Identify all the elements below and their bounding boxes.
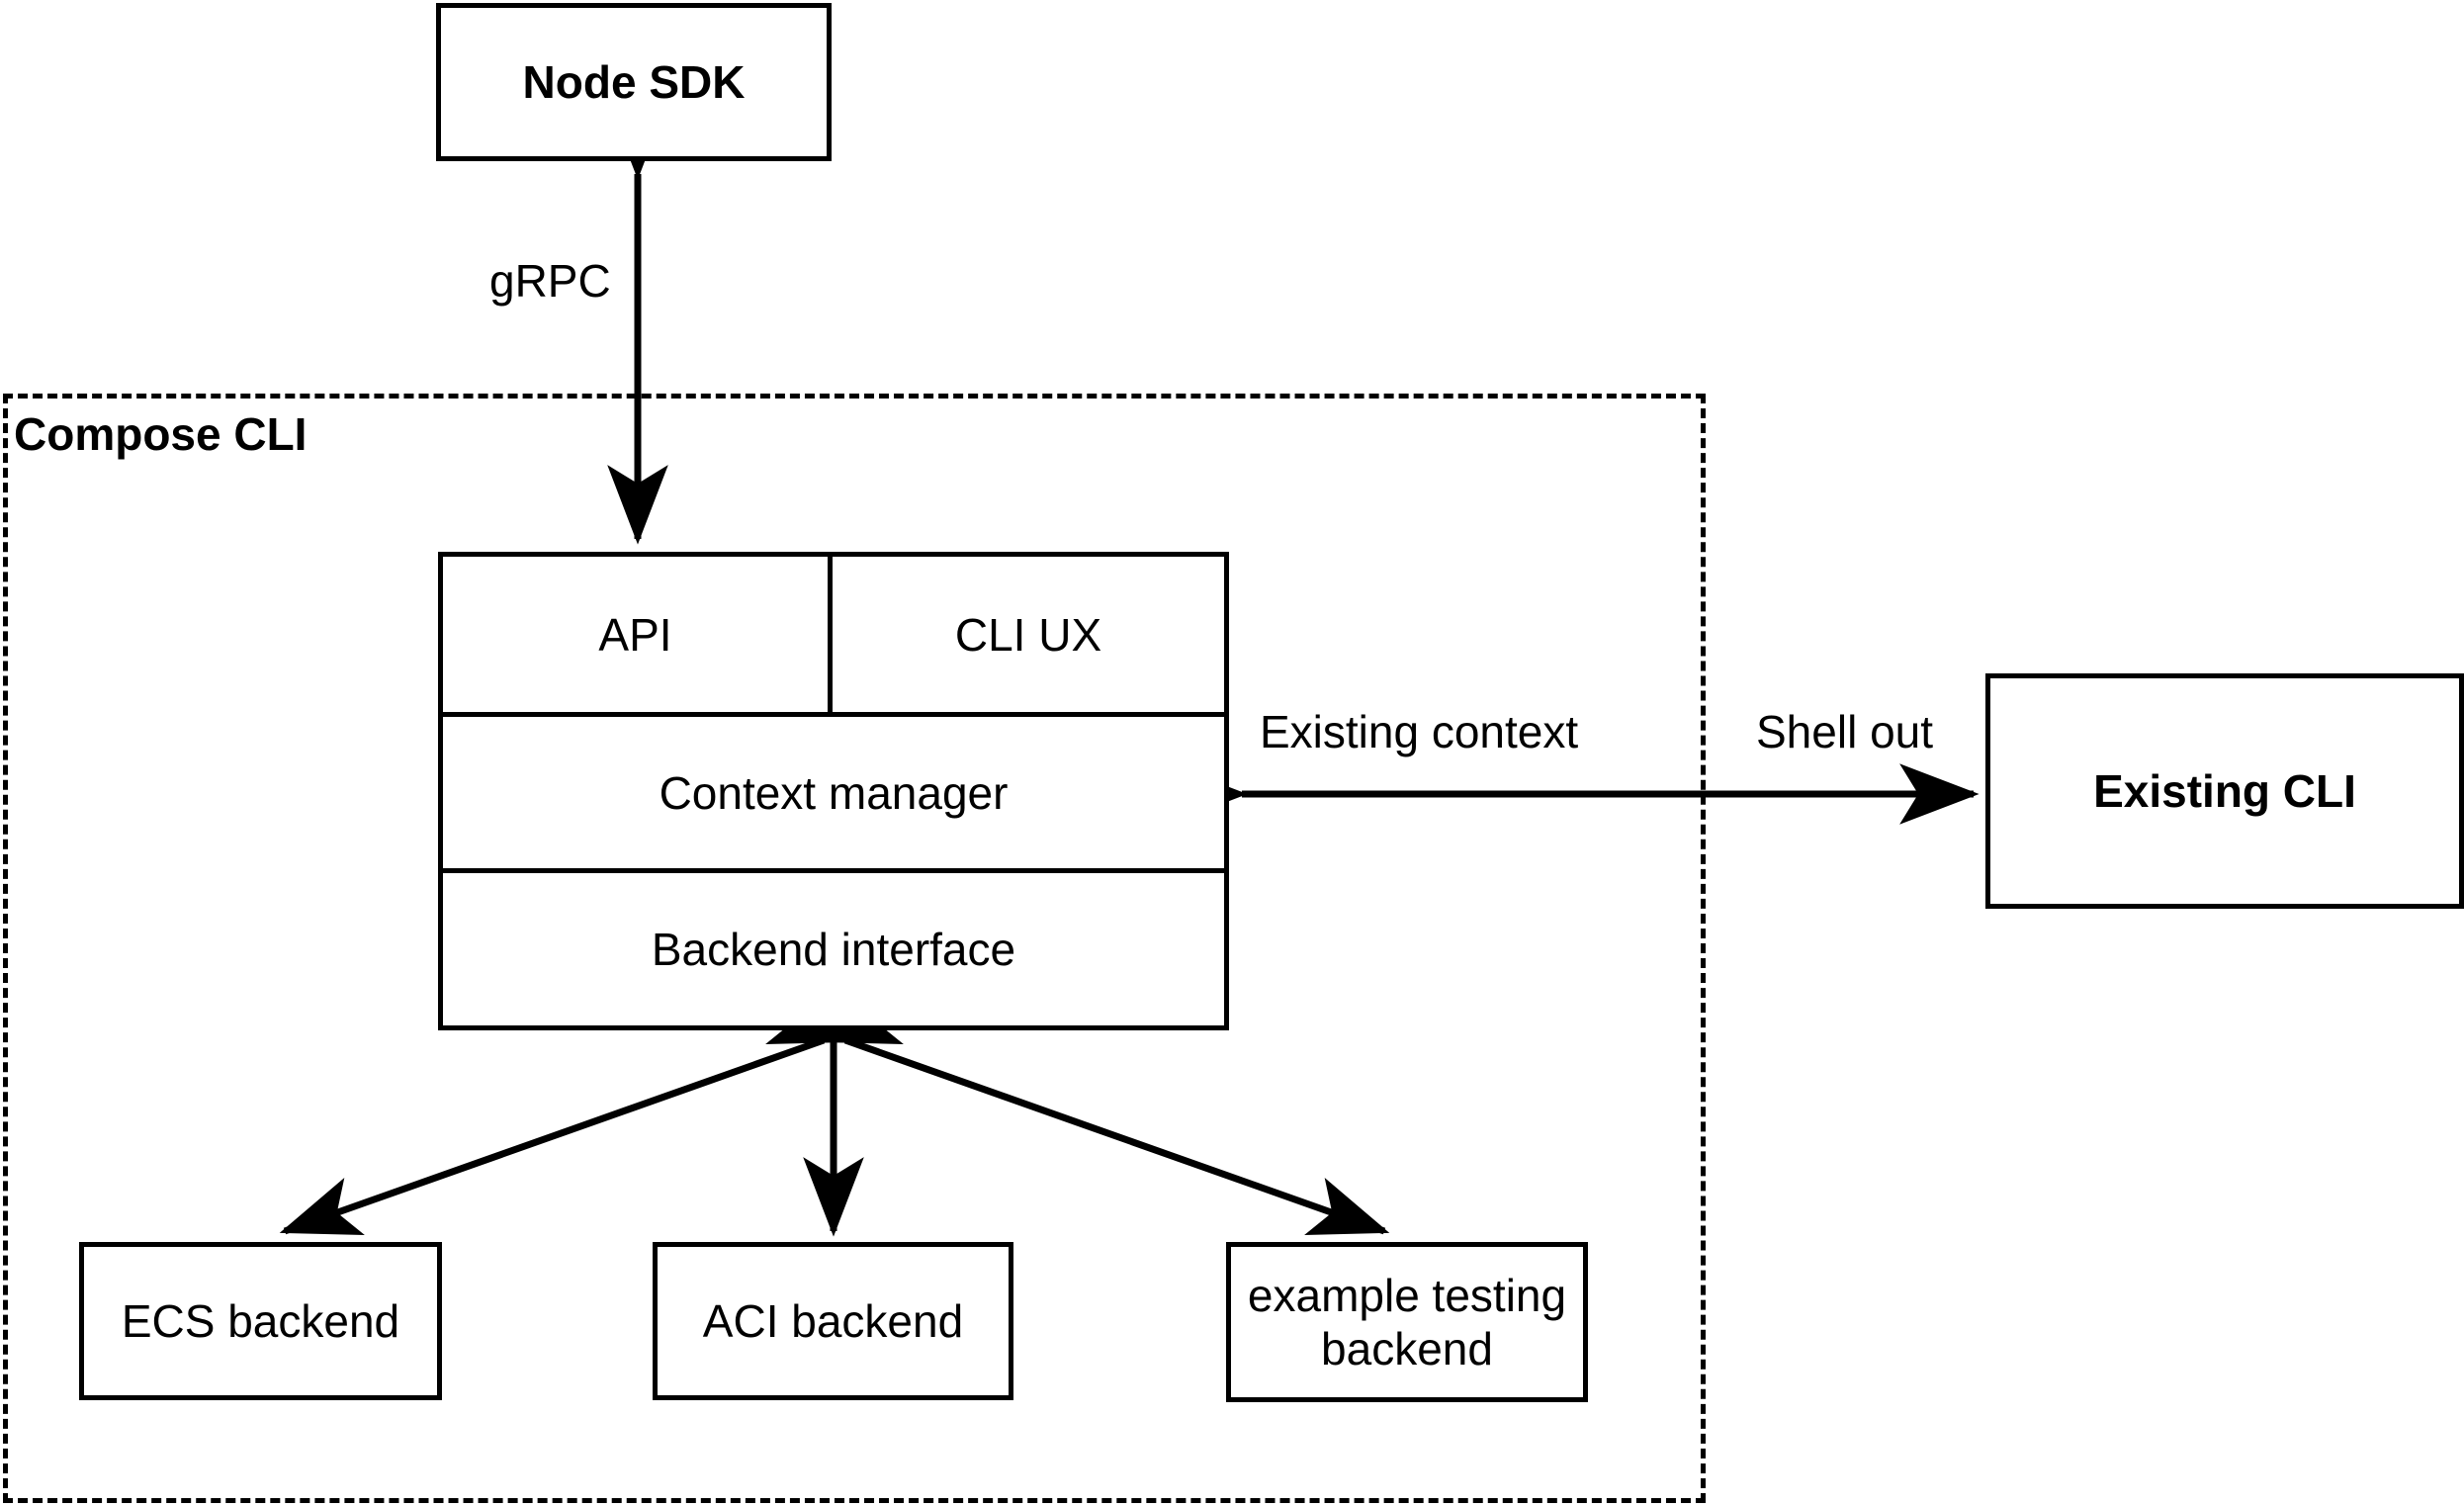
api-cell[interactable]: API [443,557,833,712]
node-sdk-label: Node SDK [522,55,746,108]
ecs-backend-box[interactable]: ECS backend [79,1242,442,1400]
existing-cli-label: Existing CLI [2093,764,2356,817]
aci-backend-label: ACI backend [702,1294,964,1347]
stack-row-context-manager: Context manager [443,717,1224,873]
compose-cli-group [3,394,1706,1503]
existing-cli-box[interactable]: Existing CLI [1985,673,2464,909]
cli-ux-cell[interactable]: CLI UX [833,557,1224,712]
example-testing-backend-line1: example testing [1247,1269,1567,1321]
shell-out-edge-label: Shell out [1756,706,1934,757]
grpc-edge-label: gRPC [489,255,611,307]
stack-row-backend-interface: Backend interface [443,873,1224,1025]
stack-row-api-cliux: API CLI UX [443,557,1224,717]
example-testing-backend-label: example testing backend [1248,1269,1566,1376]
example-testing-backend-box[interactable]: example testing backend [1226,1242,1588,1402]
api-label: API [598,608,672,661]
context-manager-label: Context manager [659,766,1009,819]
compose-cli-stack: API CLI UX Context manager Backend inter… [438,552,1229,1030]
context-manager-cell[interactable]: Context manager [443,717,1224,868]
compose-cli-group-label: Compose CLI [14,408,308,460]
node-sdk-box[interactable]: Node SDK [436,3,832,161]
aci-backend-box[interactable]: ACI backend [653,1242,1013,1400]
example-testing-backend-line2: backend [1321,1323,1493,1374]
ecs-backend-label: ECS backend [121,1294,400,1347]
backend-interface-cell[interactable]: Backend interface [443,873,1224,1025]
cli-ux-label: CLI UX [954,608,1102,661]
backend-interface-label: Backend interface [651,924,1016,975]
existing-context-edge-label: Existing context [1260,706,1579,757]
